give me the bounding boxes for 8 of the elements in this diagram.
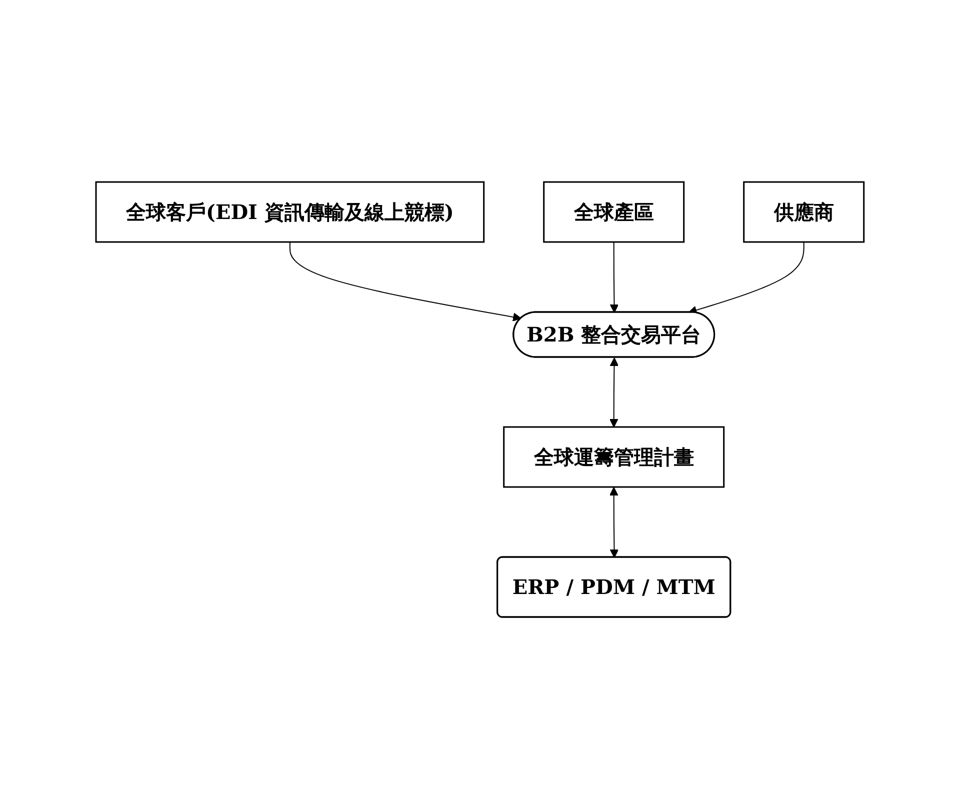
arrow: [688, 241, 804, 314]
arrow: [610, 241, 619, 312]
arrow: [290, 241, 522, 321]
node-box: 全球客戶(EDI 資訊傳輸及線上競標): [95, 180, 485, 242]
node-box: 全球運籌管理計畫: [503, 426, 725, 488]
arrow: [610, 357, 619, 427]
node-box: 全球產區: [543, 180, 685, 242]
arrow: [610, 486, 619, 558]
